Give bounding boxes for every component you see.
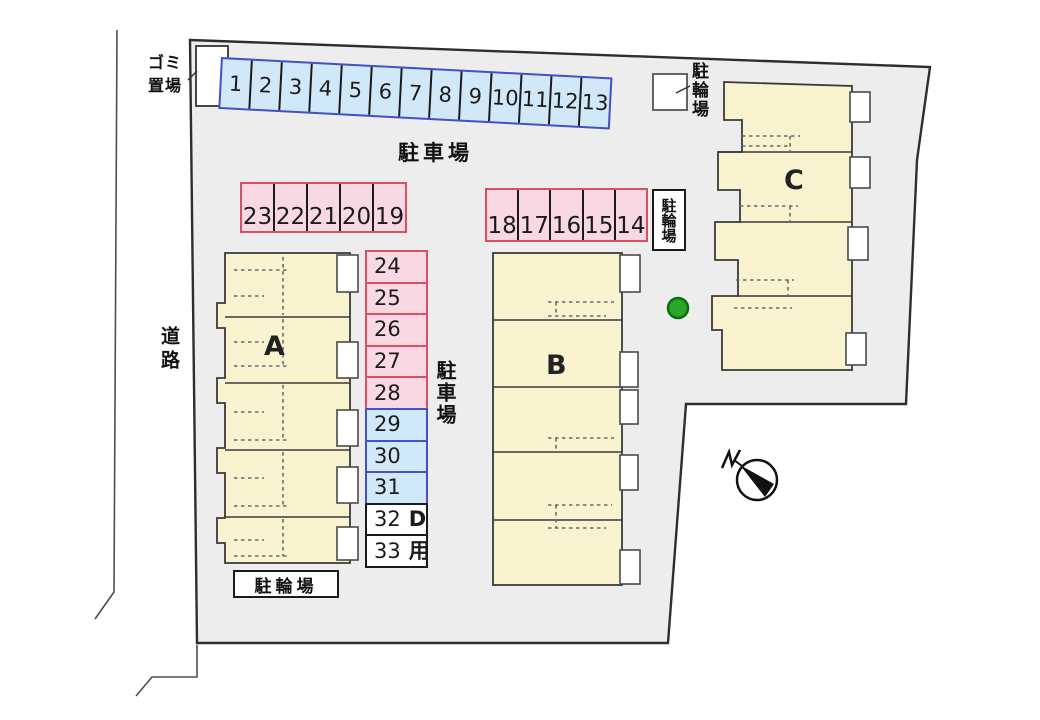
- parking-space: 31: [365, 471, 428, 505]
- parking-space: 25: [365, 281, 428, 316]
- parking-space: 7: [398, 68, 431, 118]
- parking-row-18-14: 18 17 16 15 14: [485, 188, 648, 242]
- garbage-area-label: ゴミ 置場: [147, 53, 182, 96]
- parking-space: 14: [613, 190, 646, 240]
- parking-space: 8: [428, 69, 461, 120]
- parking-space: 28: [365, 376, 428, 410]
- parking-space: 15: [581, 190, 614, 240]
- parking-space: 32 D: [365, 502, 428, 537]
- bicycle-parking-label-top: 駐輪場: [688, 62, 708, 119]
- parking-space: 21: [306, 184, 339, 231]
- parking-space: 24: [365, 250, 428, 284]
- road-edge-line: [94, 29, 118, 620]
- parking-space: 3: [278, 62, 311, 112]
- parking-space: 6: [368, 66, 401, 117]
- parking-space: 26: [365, 313, 428, 347]
- building-b-interior-dashed: [548, 301, 614, 529]
- building-b-shape: [492, 252, 641, 586]
- space-suffix: D: [408, 507, 427, 532]
- parking-space: 13: [577, 77, 611, 128]
- bicycle-parking-label-bottom: 駐輪場: [233, 570, 339, 598]
- tree-icon: [666, 296, 690, 320]
- road-label: 道路: [158, 326, 180, 374]
- parking-space: 19: [372, 184, 405, 231]
- building-a-label: A: [264, 331, 285, 362]
- space-suffix: 用: [408, 538, 430, 563]
- parking-row-23-19: 23 22 21 20 19: [240, 182, 407, 233]
- parking-lot-label-vertical: 駐車場: [433, 360, 457, 426]
- parking-space: 20: [339, 184, 372, 231]
- parking-space: 12: [547, 76, 581, 126]
- building-c-interior-dashed: [734, 135, 800, 309]
- parking-space: 29: [365, 407, 428, 442]
- parking-space: 33 用: [365, 534, 430, 568]
- building-c-label: C: [784, 165, 804, 196]
- building-a-balconies: [336, 254, 359, 561]
- building-a-interior-dashed: [234, 257, 290, 557]
- building-c-balconies: [845, 91, 871, 366]
- parking-space: 18: [487, 213, 517, 239]
- parking-space: 1: [228, 70, 243, 96]
- building-a-shape: [216, 252, 359, 564]
- compass-north-icon: [720, 448, 779, 502]
- building-b-label: B: [546, 350, 567, 381]
- building-b-balconies: [619, 254, 641, 585]
- parking-space: 11: [517, 74, 551, 125]
- parking-lot-label: 駐車場: [398, 141, 473, 165]
- bicycle-parking-label-mid: 駐輪場: [652, 189, 686, 251]
- building-c-shape: [711, 81, 871, 371]
- parking-space: 5: [338, 65, 371, 115]
- parking-space: 4: [308, 63, 341, 114]
- parking-space: 9: [458, 71, 491, 122]
- road-edge-line-bottom: [135, 645, 198, 697]
- parking-space: 23: [242, 204, 273, 230]
- parking-space: 30: [365, 439, 428, 474]
- parking-column-24-33: 24 25 26 27 28 29 30 31 32 D 33 用: [365, 250, 430, 568]
- parking-space: 16: [549, 190, 581, 240]
- bicycle-pointer-line: [675, 85, 691, 94]
- parking-space: 27: [365, 344, 428, 379]
- parking-space: 2: [248, 60, 281, 111]
- garbage-pointer-line: [187, 70, 198, 81]
- parking-space: 22: [273, 184, 306, 231]
- bicycle-box-top: [652, 73, 688, 111]
- parking-space: 17: [517, 190, 549, 240]
- parking-space: 10: [488, 73, 521, 123]
